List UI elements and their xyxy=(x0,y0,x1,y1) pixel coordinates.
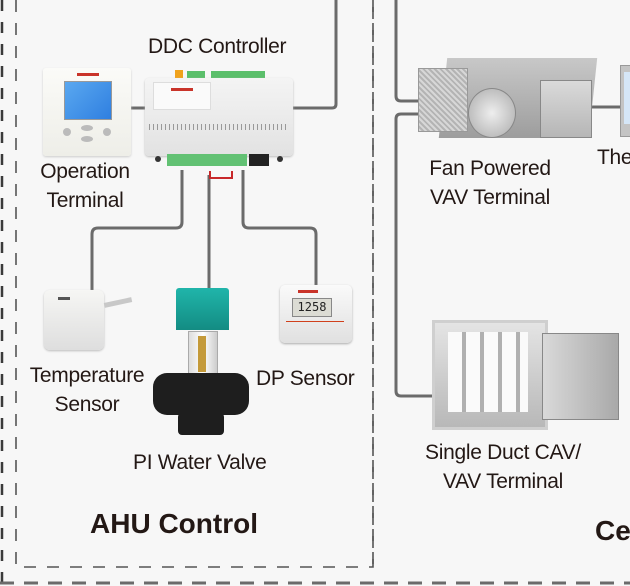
valve-stem xyxy=(198,336,206,372)
vav-inlet-collar xyxy=(468,88,516,138)
label-dp-sensor: DP Sensor xyxy=(256,367,355,390)
vav-control-box xyxy=(540,80,592,138)
label-operation-terminal: Operation Terminal xyxy=(25,157,145,215)
dp-sensor-display: 1258 xyxy=(292,298,332,317)
wire-ddc-temp-sensor xyxy=(90,170,184,290)
temp-sensor-housing xyxy=(44,290,104,350)
temperature-sensor-image xyxy=(44,290,133,355)
ddc-screw-right xyxy=(277,156,283,162)
label-operation-terminal-line2: Terminal xyxy=(46,189,124,212)
temp-sensor-probe xyxy=(103,297,133,308)
section-title-terminal-partial: Ce xyxy=(595,515,630,546)
label-fan-powered-vav: Fan Powered VAV Terminal xyxy=(418,154,562,212)
ddc-label-panel xyxy=(153,82,211,110)
ddc-logo xyxy=(171,88,193,91)
dp-sensor-logo xyxy=(298,290,318,293)
wire-bus-fan-vav xyxy=(394,0,422,103)
wire-ddc-dp-sensor xyxy=(241,170,318,285)
ddc-screw-left xyxy=(155,156,161,162)
terminal-button-left xyxy=(63,128,71,136)
dp-sensor-reading: 1258 xyxy=(297,300,327,314)
fan-powered-vav-image xyxy=(418,58,598,148)
label-single-duct-vav: Single Duct CAV/ VAV Terminal xyxy=(410,438,596,496)
section-title-ahu-control: AHU Control xyxy=(90,508,258,539)
terminal-button-right xyxy=(103,128,111,136)
ddc-vent-slots xyxy=(149,124,289,130)
operation-terminal-image xyxy=(43,68,131,156)
terminal-lcd-screen xyxy=(64,81,112,120)
valve-body xyxy=(153,373,249,415)
dp-sensor-red-line xyxy=(286,321,344,322)
damper-blades xyxy=(448,332,528,412)
pi-water-valve-image xyxy=(153,288,249,440)
label-temperature-sensor-line1: Temperature xyxy=(29,364,145,387)
dp-sensor-image: 1258 xyxy=(280,285,352,343)
label-temperature-sensor: Temperature Sensor xyxy=(20,361,154,419)
thermostat-image xyxy=(620,65,630,137)
vav-filter-grille xyxy=(418,68,468,132)
label-fan-powered-vav-line2: VAV Terminal xyxy=(429,186,551,209)
ddc-black-terminal xyxy=(249,154,269,166)
label-thermostat: The xyxy=(597,146,630,169)
single-duct-vav-image xyxy=(432,308,622,434)
wire-bus-single-duct xyxy=(394,112,433,398)
wire-ddc-bus xyxy=(293,0,338,110)
thermostat-screen xyxy=(624,72,630,124)
label-single-duct-vav-line1: Single Duct CAV/ xyxy=(425,441,581,464)
ddc-green-terminal-top-b xyxy=(211,71,265,78)
ddc-controller-image xyxy=(145,70,293,179)
ddc-din-clip xyxy=(209,171,233,179)
terminal-logo xyxy=(77,73,99,76)
valve-bonnet xyxy=(178,413,224,435)
label-ddc-controller: DDC Controller xyxy=(148,35,287,58)
label-fan-powered-vav-line1: Fan Powered xyxy=(429,157,551,180)
ddc-orange-terminal xyxy=(175,70,183,78)
temp-sensor-logo xyxy=(58,297,70,300)
label-pi-water-valve: PI Water Valve xyxy=(133,451,267,474)
label-single-duct-vav-line2: VAV Terminal xyxy=(442,470,564,493)
ddc-green-terminal-bottom xyxy=(167,154,247,166)
label-temperature-sensor-line2: Sensor xyxy=(54,393,120,416)
terminal-button-up xyxy=(81,125,93,131)
ddc-green-terminal-top-a xyxy=(187,71,205,78)
terminal-button-down xyxy=(81,136,93,142)
damper-actuator-box xyxy=(542,333,619,420)
valve-actuator xyxy=(176,288,229,330)
label-operation-terminal-line1: Operation xyxy=(40,160,130,183)
